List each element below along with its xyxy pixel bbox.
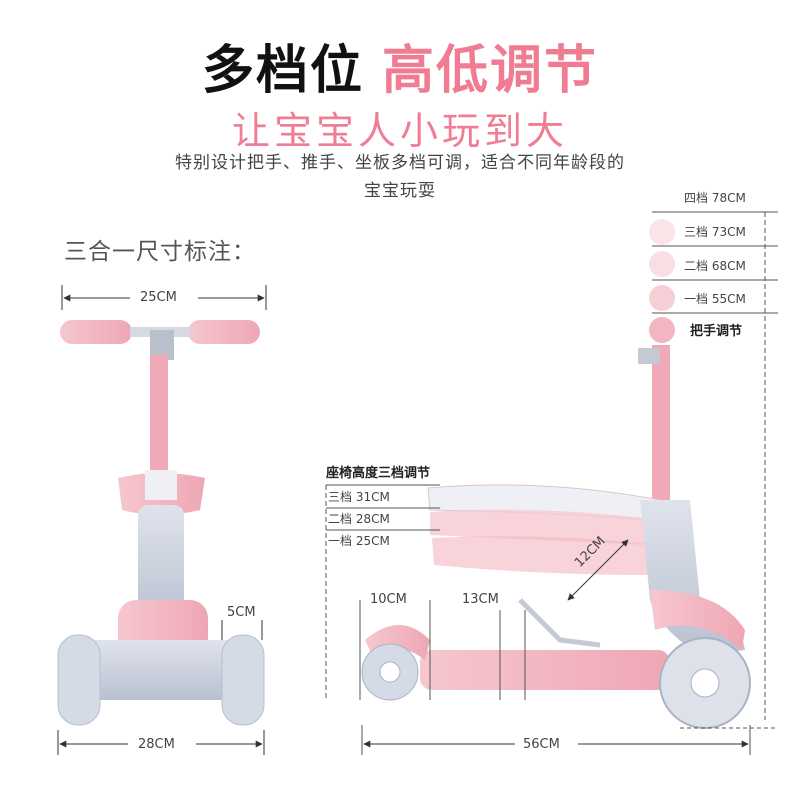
side-view-scooter (361, 219, 751, 729)
seat-level-3-label: 三档 31CM (328, 490, 390, 504)
seat-level-1-label: 一档 25CM (328, 534, 390, 548)
rear-wheel-width-label: 10CM (370, 592, 407, 607)
seat-adjust-title: 座椅高度三档调节 (326, 466, 431, 481)
handle-level-2-label: 二档 68CM (684, 259, 746, 273)
deck-distance-label: 13CM (462, 592, 499, 607)
title-part-2: 高低调节 (382, 41, 599, 101)
dimension-section-label: 三合一尺寸标注： (64, 239, 256, 265)
handle-level-4-label: 四档 78CM (684, 191, 746, 205)
handle-level-3-label: 三档 73CM (684, 225, 746, 239)
title-part-1: 多档位 (201, 41, 364, 101)
handlebar-width-label: 25CM (140, 290, 177, 305)
base-width-label: 28CM (138, 737, 175, 752)
front-view-scooter (57, 320, 265, 726)
total-length-label: 56CM (523, 737, 560, 752)
handle-adjust-title: 把手调节 (690, 324, 743, 339)
description-line-2: 宝宝玩耍 (364, 181, 436, 201)
description-line-1: 特别设计把手、推手、坐板多档可调，适合不同年龄段的 (175, 153, 625, 173)
seat-level-2-label: 二档 28CM (328, 512, 390, 526)
handle-level-1-label: 一档 55CM (684, 292, 746, 306)
page-title: 多档位高低调节 (0, 28, 800, 103)
wheel-width-label: 5CM (227, 605, 256, 620)
subtitle: 让宝宝人小玩到大 (231, 109, 568, 153)
